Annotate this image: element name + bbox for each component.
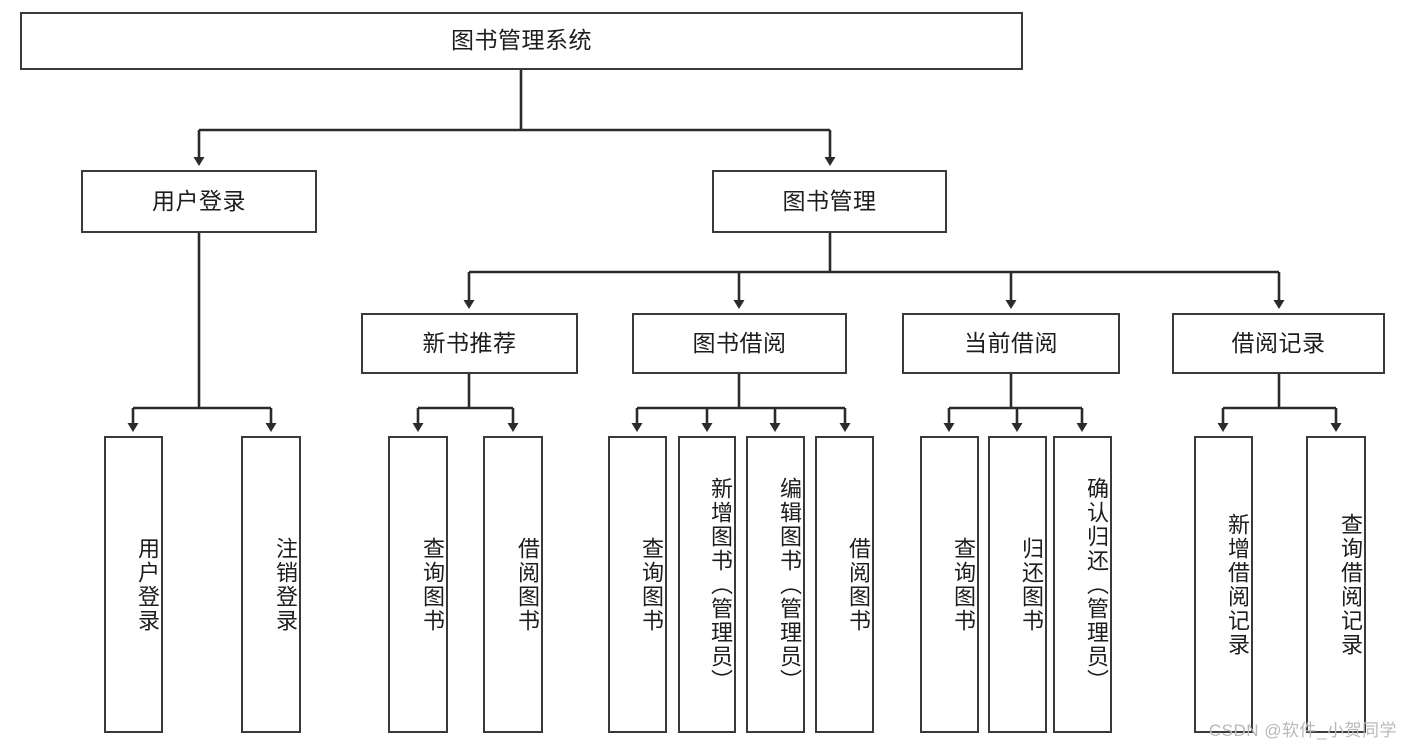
node-book-management[interactable]: 图书管理 [712, 170, 947, 233]
node-label: 新书推荐 [422, 329, 517, 356]
node-label: 用户登录 [152, 187, 246, 214]
leaf-confirm-return-admin[interactable]: 确认归还（管理员） [1053, 436, 1112, 733]
node-label: 查询图书 [951, 536, 976, 633]
node-borrowing-records[interactable]: 借阅记录 [1172, 313, 1385, 374]
node-user-login[interactable]: 用户登录 [81, 170, 317, 233]
leaf-borrow-books-new[interactable]: 借阅图书 [483, 436, 543, 733]
node-label: 借阅图书 [846, 536, 871, 633]
node-label: 注销登录 [273, 536, 298, 633]
node-label: 图书借阅 [692, 329, 787, 356]
node-root-system[interactable]: 图书管理系统 [20, 12, 1023, 70]
node-current-borrowing[interactable]: 当前借阅 [902, 313, 1120, 374]
node-label: 图书管理系统 [451, 27, 592, 54]
node-label: 新增借阅记录 [1225, 512, 1250, 657]
node-new-book-recommendation[interactable]: 新书推荐 [361, 313, 578, 374]
leaf-borrow-books[interactable]: 借阅图书 [815, 436, 874, 733]
leaf-add-book-admin[interactable]: 新增图书（管理员） [678, 436, 736, 733]
leaf-user-login[interactable]: 用户登录 [104, 436, 163, 733]
leaf-edit-book-admin[interactable]: 编辑图书（管理员） [746, 436, 805, 733]
leaf-return-books[interactable]: 归还图书 [988, 436, 1047, 733]
node-label: 借阅图书 [515, 536, 540, 633]
leaf-query-books-borrow[interactable]: 查询图书 [608, 436, 667, 733]
leaf-query-books-new[interactable]: 查询图书 [388, 436, 448, 733]
node-label: 借阅记录 [1231, 329, 1326, 356]
node-label: 查询图书 [639, 536, 664, 633]
node-label: 归还图书 [1019, 536, 1044, 633]
leaf-user-logout[interactable]: 注销登录 [241, 436, 301, 733]
node-label: 编辑图书（管理员） [777, 476, 802, 693]
csdn-watermark: CSDN @软件_小贺同学 [1208, 721, 1397, 740]
node-label: 用户登录 [135, 536, 160, 633]
node-label: 当前借阅 [964, 329, 1058, 356]
leaf-query-borrowing-record[interactable]: 查询借阅记录 [1306, 436, 1366, 733]
node-label: 确认归还（管理员） [1084, 476, 1109, 693]
node-label: 图书管理 [782, 187, 877, 214]
node-label: 查询借阅记录 [1338, 512, 1363, 657]
leaf-query-books-current[interactable]: 查询图书 [920, 436, 979, 733]
leaf-add-borrowing-record[interactable]: 新增借阅记录 [1194, 436, 1253, 733]
node-label: 新增图书（管理员） [708, 476, 733, 693]
node-book-borrowing[interactable]: 图书借阅 [632, 313, 847, 374]
node-label: 查询图书 [420, 536, 445, 633]
